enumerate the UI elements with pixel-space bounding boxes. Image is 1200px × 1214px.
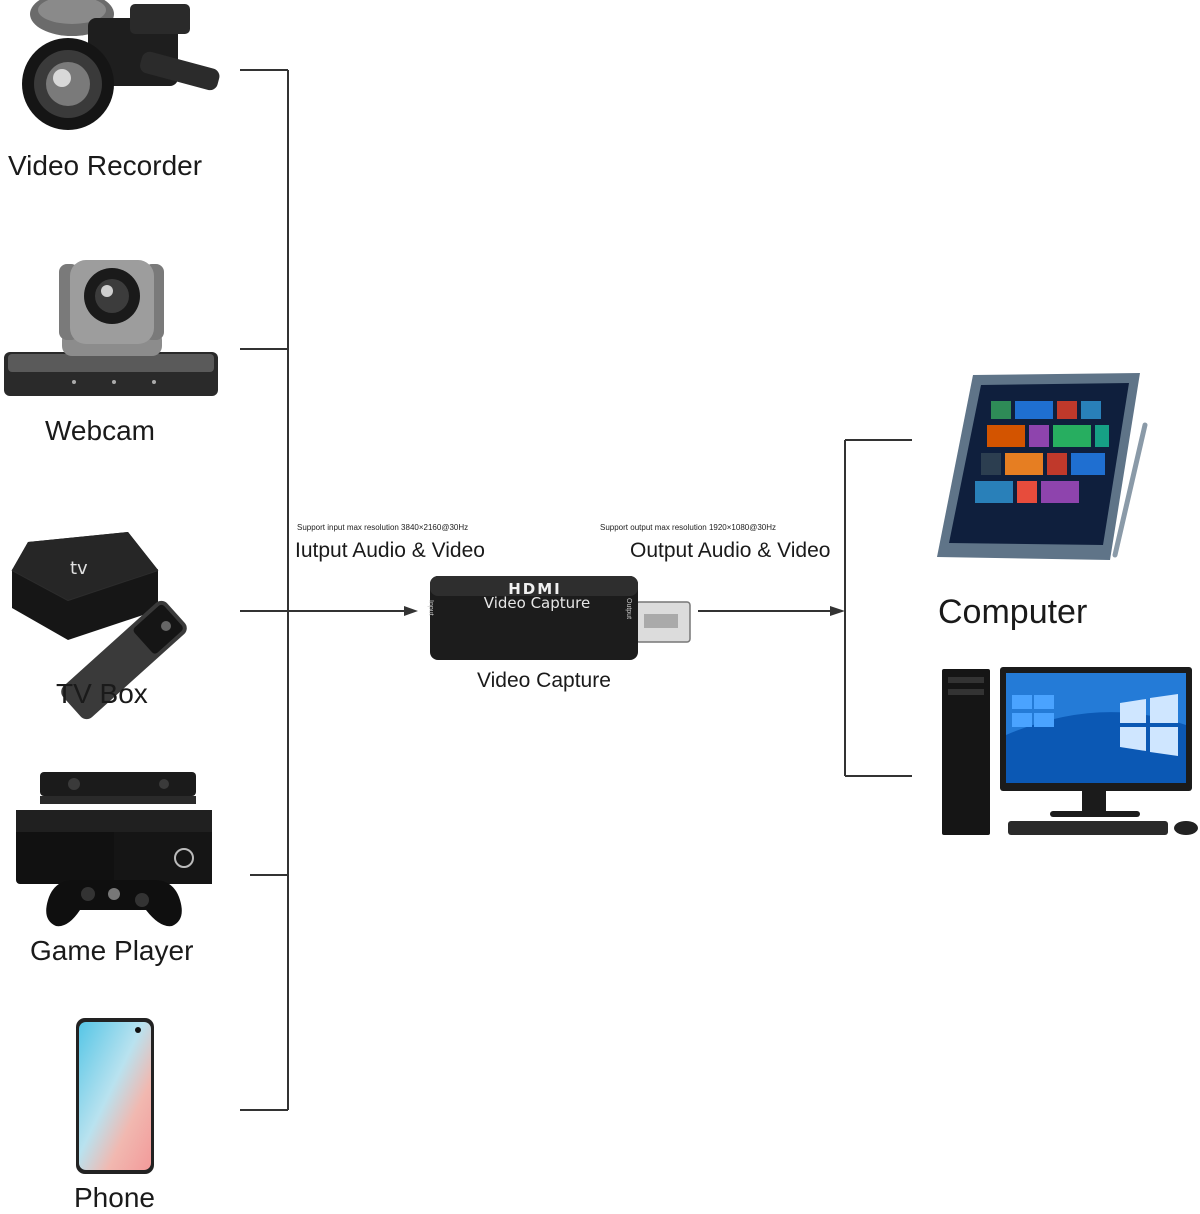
- source-label-tv-box: TV Box: [56, 678, 148, 709]
- device-brand: HDMI: [508, 580, 562, 598]
- tv-box-icon: tv: [11, 532, 187, 720]
- desktop-pc-icon: [942, 667, 1198, 835]
- device-port-out-label: Output: [625, 598, 632, 620]
- target-label-computer: Computer: [938, 593, 1088, 631]
- input-title: Iutput Audio & Video: [295, 539, 485, 562]
- game-console-icon: [16, 772, 212, 927]
- source-label-video-recorder: Video Recorder: [8, 150, 203, 181]
- device-port-in-label: Input: [427, 600, 434, 616]
- output-resolution-note: Support output max resolution 1920×1080@…: [600, 523, 777, 532]
- webcam-icon: [4, 260, 218, 396]
- output-arrowhead: [830, 606, 845, 616]
- input-resolution-note: Support input max resolution 3840×2160@3…: [297, 523, 469, 532]
- phone-icon: [76, 1018, 154, 1174]
- input-arrowhead: [404, 606, 418, 616]
- device-name-label: Video Capture: [477, 669, 611, 692]
- svg-text:tv: tv: [70, 558, 88, 579]
- source-label-webcam: Webcam: [45, 415, 155, 446]
- video-capture-device: HDMI Video Capture Input Output: [427, 572, 691, 664]
- capture-dongle-body: [430, 576, 691, 660]
- output-title: Output Audio & Video: [630, 539, 831, 562]
- source-label-phone: Phone: [74, 1182, 155, 1213]
- video-recorder-icon: [22, 0, 220, 130]
- source-label-game-player: Game Player: [30, 935, 194, 966]
- tablet-icon: [937, 373, 1148, 560]
- device-product-text: Video Capture: [483, 594, 591, 612]
